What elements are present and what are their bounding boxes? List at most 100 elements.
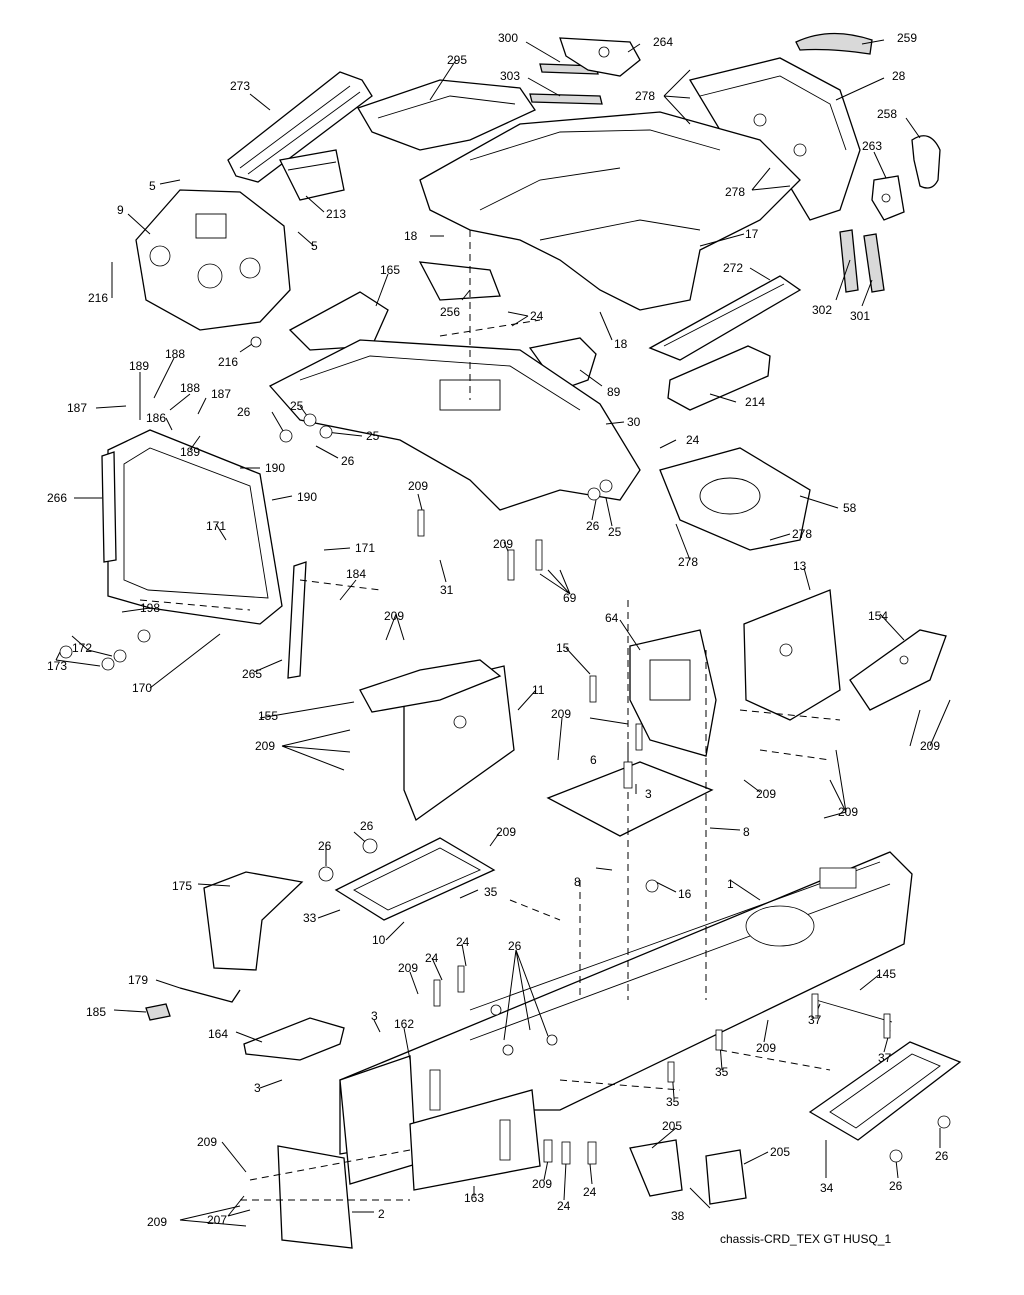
part-154-bracket (849, 629, 947, 711)
callout: 16 (678, 887, 692, 901)
callout-labels: 300 264 259 295 303 278 28 273 258 263 2… (47, 31, 949, 1229)
callout: 3 (645, 787, 652, 801)
part-185-handle (145, 1003, 171, 1021)
callout: 33 (303, 911, 317, 925)
callout: 5 (311, 239, 318, 253)
callout: 170 (132, 681, 152, 695)
callout: 265 (242, 667, 262, 681)
callout: 163 (464, 1191, 484, 1205)
callout: 173 (47, 659, 67, 673)
callout: 24 (557, 1199, 571, 1213)
callout: 1 (727, 877, 734, 891)
callout: 26 (318, 839, 332, 853)
part-179-rod (179, 987, 241, 1003)
part-38-brackets (629, 1139, 747, 1205)
callout: 184 (346, 567, 366, 581)
callout: 26 (237, 405, 251, 419)
part-264-bracket (559, 37, 641, 77)
callout: 190 (297, 490, 317, 504)
part-34-rear-step (808, 1041, 962, 1141)
part-164-bracket (243, 1017, 345, 1061)
callout: 8 (743, 825, 750, 839)
callout: 216 (218, 355, 238, 369)
callout: 179 (128, 973, 148, 987)
callout: 301 (850, 309, 870, 323)
callout: 24 (583, 1185, 597, 1199)
part-9-dash-panel (135, 189, 291, 331)
callout: 89 (607, 385, 621, 399)
callout: 256 (440, 305, 460, 319)
callout: 26 (935, 1149, 949, 1163)
callout: 26 (341, 454, 355, 468)
callout: 209 (756, 787, 776, 801)
part-6-plate (546, 761, 714, 837)
callout: 209 (147, 1215, 167, 1229)
callout: 11 (532, 683, 545, 697)
callout: 154 (868, 609, 888, 623)
part-263-light (871, 175, 905, 221)
footer-caption: chassis-CRD_TEX GT HUSQ_1 (720, 1232, 892, 1246)
callout: 26 (360, 819, 374, 833)
callout: 8 (574, 875, 581, 889)
part-17-main-hood (419, 111, 801, 311)
callout: 6 (590, 753, 597, 767)
callout: 25 (290, 399, 304, 413)
part-295-hood-panel (357, 79, 536, 151)
callout: 198 (140, 601, 160, 615)
callout: 24 (530, 309, 544, 323)
callout: 188 (180, 381, 200, 395)
callout: 186 (146, 411, 166, 425)
hardware-items (59, 336, 951, 1165)
callout: 175 (172, 879, 192, 893)
part-33-footrest (334, 837, 496, 921)
callout: 5 (149, 179, 156, 193)
callout: 300 (498, 31, 518, 45)
part-170-front-frame (107, 429, 283, 625)
callout: 185 (86, 1005, 106, 1019)
part-273-grille-strip (227, 71, 373, 183)
callout: 31 (440, 583, 454, 597)
callout: 302 (812, 303, 832, 317)
part-13-side-plate (743, 589, 841, 721)
callout: 35 (666, 1095, 680, 1109)
part-213-bracket (279, 149, 345, 201)
callout: 209 (384, 609, 404, 623)
callout: 17 (745, 227, 759, 241)
part-265-strip (287, 561, 307, 679)
callout: 216 (88, 291, 108, 305)
part-272-grille (648, 275, 802, 361)
callout: 171 (206, 519, 226, 533)
callout: 209 (920, 739, 940, 753)
callout: 10 (372, 933, 386, 947)
callout: 172 (72, 641, 92, 655)
callout: 28 (892, 69, 906, 83)
callout: 69 (563, 591, 577, 605)
callout: 205 (770, 1145, 790, 1159)
callout: 37 (878, 1051, 892, 1065)
callout: 264 (653, 35, 673, 49)
part-214-panel (667, 345, 771, 411)
part-300-303-mesh-strips (529, 63, 603, 105)
callout: 266 (47, 491, 67, 505)
part-163-plate (409, 1089, 541, 1191)
part-58-fender-liner (659, 447, 811, 551)
callout: 26 (586, 519, 600, 533)
callout: 18 (614, 337, 628, 351)
callout: 162 (394, 1017, 414, 1031)
callout: 209 (408, 479, 428, 493)
leader-lines (55, 39, 951, 1227)
callout: 278 (725, 185, 745, 199)
part-165-cover (288, 291, 389, 351)
part-256-cover (418, 261, 501, 301)
callout: 171 (355, 541, 375, 555)
callout: 25 (366, 429, 380, 443)
callout: 190 (265, 461, 285, 475)
callout: 26 (889, 1179, 903, 1193)
callout: 258 (877, 107, 897, 121)
part-259-lens (795, 32, 873, 55)
callout: 189 (180, 445, 200, 459)
callout: 155 (258, 709, 278, 723)
callout: 15 (556, 641, 570, 655)
callout: 209 (838, 805, 858, 819)
callout: 213 (326, 207, 346, 221)
